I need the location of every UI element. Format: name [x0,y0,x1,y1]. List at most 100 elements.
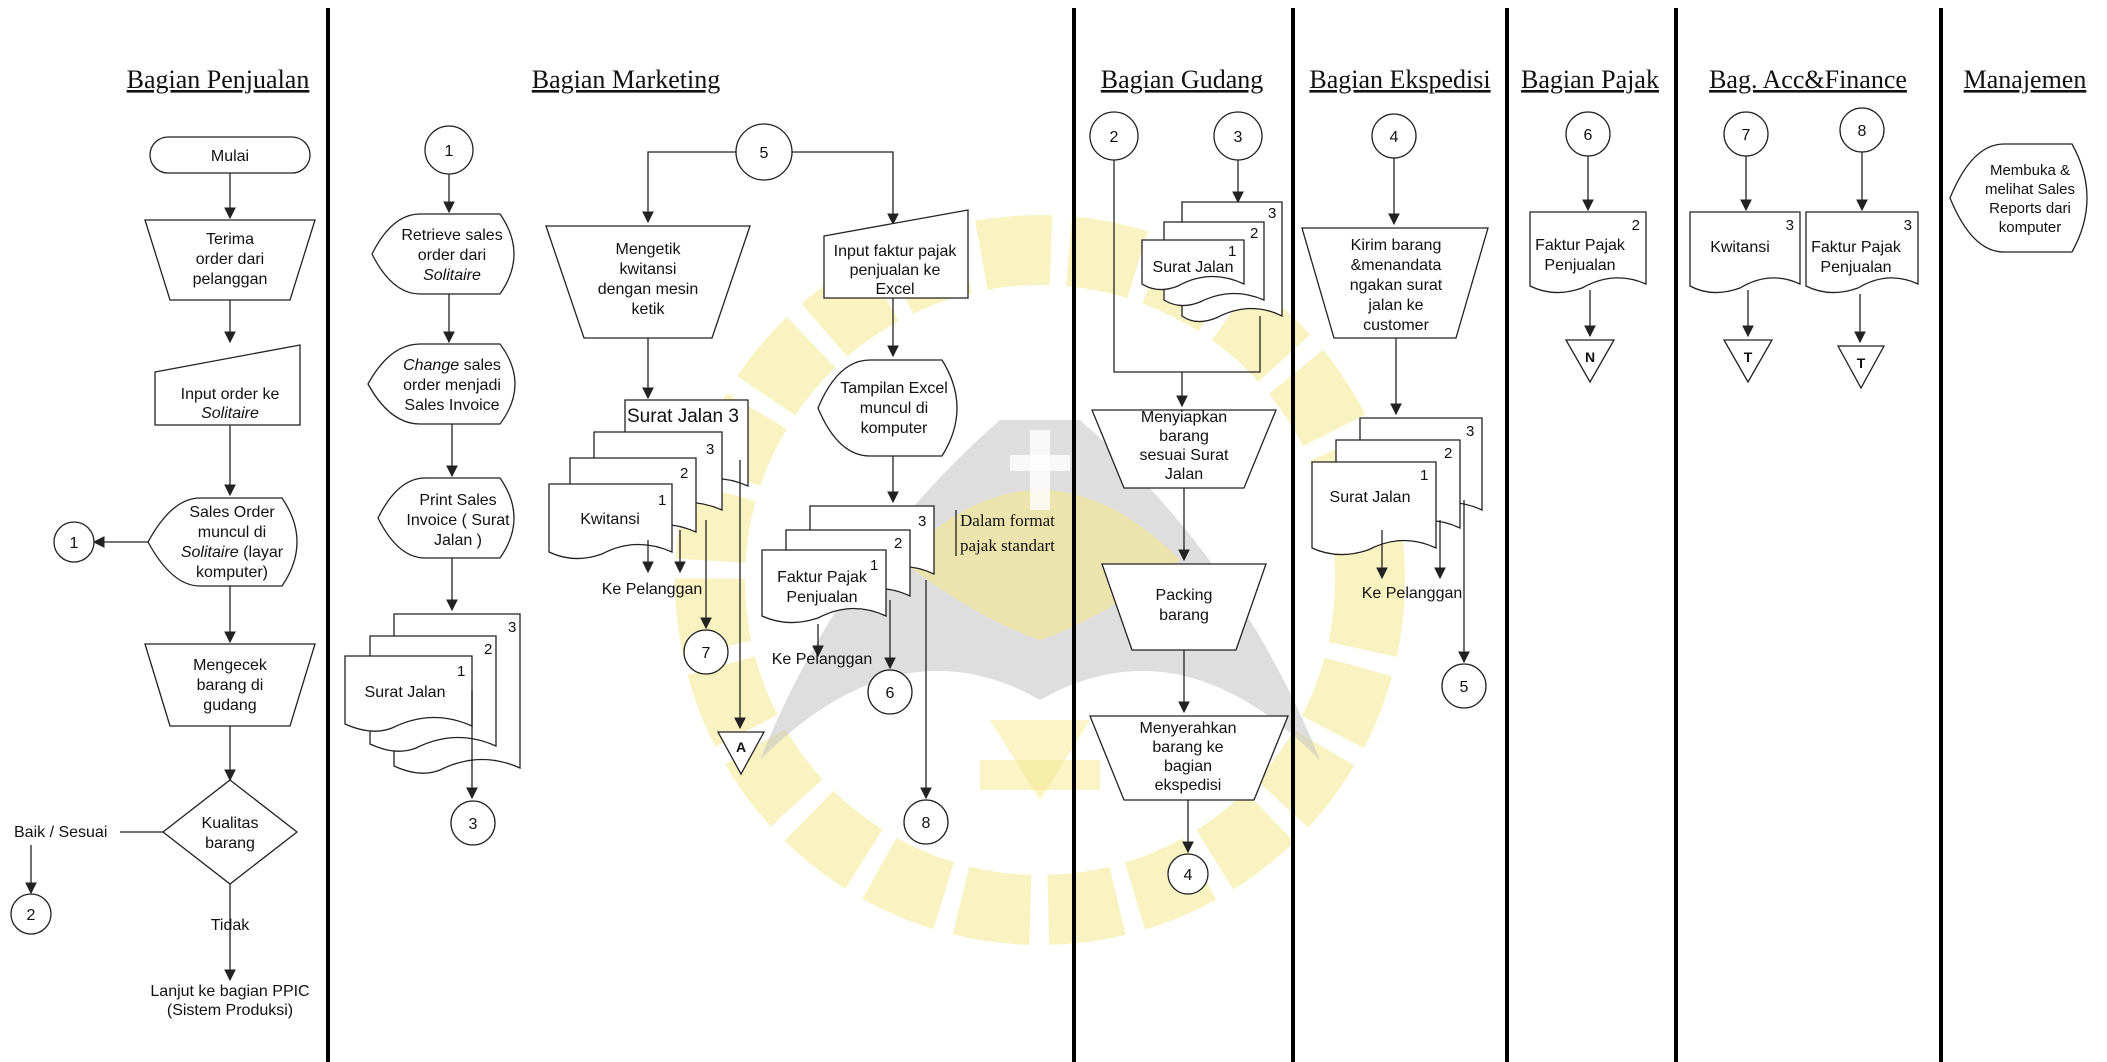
connector-6-out [867,669,913,715]
dalam-format-line-1: Dalam format [960,511,1055,530]
display-print [377,477,515,559]
lane-header-accfin: Bag. Acc&Finance [1709,65,1907,94]
membuka-line-2: melihat Sales [1985,181,2075,198]
faktur-doc-1: 1 [870,557,878,574]
connector-5-out-label: 5 [1460,679,1469,696]
mengetik-line-2: kwitansi [620,261,677,278]
menyiapkan-line-4: Jalan [1165,466,1203,483]
ke-pelanggan-faktur: Ke Pelanggan [772,651,873,668]
input-faktur-line-3: Excel [875,281,914,298]
manual-operation-menyiapkan [1091,409,1277,489]
offpage-t2-label: T [1857,355,1866,371]
multi-document-surat-jalan-gudang: 3 2 1 Surat Jalan [1141,201,1283,323]
ke-pelanggan-ekspedisi: Ke Pelanggan [1362,585,1463,602]
manual-operation-mengecek [144,643,316,727]
change-line-1: Change sales [403,357,501,374]
document-faktur-pajak [1529,211,1647,294]
kwitansi-label: Kwitansi [580,511,640,528]
connector-5-in-label: 5 [760,145,769,162]
manual-operation-packing [1101,563,1267,651]
connector-3-out-label: 3 [469,816,478,833]
display-tampilan [817,359,958,457]
menyiapkan-line-3: sesuai Surat [1140,447,1229,464]
input-faktur-line-2: penjualan ke [850,262,941,279]
kirim-line-4: jalan ke [1367,297,1423,314]
terima-line-3: pelanggan [193,271,268,288]
tampilan-line-3: komputer [861,420,928,437]
mengecek-line-3: gudang [203,697,256,714]
baik-label: Baik / Sesuai [14,824,107,841]
lane-gudang: 2 3 3 2 1 Surat Jalan Menyiapkan barang … [1089,111,1289,895]
doc-number-1: 1 [457,663,465,680]
tampilan-line-1: Tampilan Excel [840,380,948,397]
lane-ekspedisi: 4 Kirim barang &menandata ngakan surat j… [1301,113,1489,709]
lane-header-gudang: Bagian Gudang [1101,65,1263,94]
connector-2-out [10,893,52,935]
accfin-faktur-doc-number: 3 [1904,217,1912,234]
connector-7-out [683,629,729,675]
multi-document-faktur: 3 2 1 Faktur Pajak Penjualan [761,505,935,624]
change-line-3: Sales Invoice [404,397,499,414]
lane-header-manajemen: Manajemen [1964,65,2087,94]
display-retrieve [371,213,515,295]
lane-header-penjualan: Bagian Penjualan [127,65,310,94]
sales-order-line-4: komputer) [196,564,268,581]
manual-operation-menyerahkan [1089,715,1289,801]
offpage-t1-label: T [1744,349,1753,365]
offpage-t2 [1836,345,1886,390]
sales-order-line-3: Solitaire (layar [181,544,284,561]
offpage-n-label: N [1585,349,1595,365]
offpage-n [1564,339,1616,384]
print-line-1: Print Sales [419,492,496,509]
membuka-line-1: Membuka & [1990,162,2070,179]
connector-1-out-label: 1 [70,535,79,552]
accfin-faktur-line-1: Faktur Pajak [1811,239,1902,256]
print-line-3: Jalan ) [434,532,482,549]
menyiapkan-line-2: barang [1159,428,1209,445]
accfin-faktur-line-2: Penjualan [1820,259,1891,276]
lane-pajak: 6 2 Faktur Pajak Penjualan N [1529,111,1647,384]
pajak-faktur-line-2: Penjualan [1544,257,1615,274]
tidak-label: Tidak [211,917,251,934]
gudang-doc-2: 2 [1250,225,1258,242]
manual-input-order [154,344,301,426]
mengetik-line-3: dengan mesin [598,281,699,298]
surat-jalan-label: Surat Jalan [365,684,446,701]
manual-operation-terima [144,219,316,301]
pajak-faktur-line-1: Faktur Pajak [1535,237,1626,254]
connector-8-in-label: 8 [1858,123,1867,140]
connector-4-out-label: 4 [1184,867,1193,884]
doc-number-3: 3 [508,619,516,636]
kwitansi-doc-2: 2 [680,465,688,482]
kirim-line-3: ngakan surat [1350,277,1443,294]
lane-marketing: 1 Retrieve sales order dari Solitaire Ch… [344,123,1055,846]
eksp-doc-3: 3 [1466,423,1474,440]
university-seal-watermark [675,215,1405,945]
offpage-a-label: A [736,739,746,755]
start-label: Mulai [211,148,249,165]
connector-1-out [53,521,95,563]
multi-document-surat-jalan-ekspedisi: 3 2 1 Surat Jalan [1311,417,1483,556]
connector-3-out [450,800,496,846]
document-faktur-accfin [1805,211,1919,294]
kirim-line-2: &menandata [1351,257,1442,274]
connector-4-out [1167,853,1209,895]
retrieve-line-2: order dari [418,247,486,264]
kwitansi-doc-1: 1 [658,492,666,509]
membuka-line-4: komputer [1999,219,2062,236]
multi-document-kwitansi: Surat Jalan 3 3 2 1 Kwitansi [548,399,749,560]
connector-1-in-label: 1 [445,143,454,160]
pajak-doc-number: 2 [1632,217,1640,234]
mengetik-line-4: ketik [632,301,666,318]
menyerahkan-line-2: barang ke [1152,739,1223,756]
lane-penjualan: Mulai Terima order dari pelanggan Input … [10,136,316,1019]
lane-accfin: 7 3 Kwitansi T 8 3 Faktur Pajak Penjuala… [1689,107,1919,390]
lane-manajemen: Membuka & melihat Sales Reports dari kom… [1949,143,2088,253]
offpage-t1 [1722,339,1774,384]
input-line-1: Input order ke [181,386,280,403]
kualitas-line-2: barang [205,835,255,852]
input-line-2: Solitaire [201,405,259,422]
menyerahkan-line-1: Menyerahkan [1140,720,1237,737]
eksp-doc-2: 2 [1444,445,1452,462]
retrieve-line-1: Retrieve sales [401,227,502,244]
